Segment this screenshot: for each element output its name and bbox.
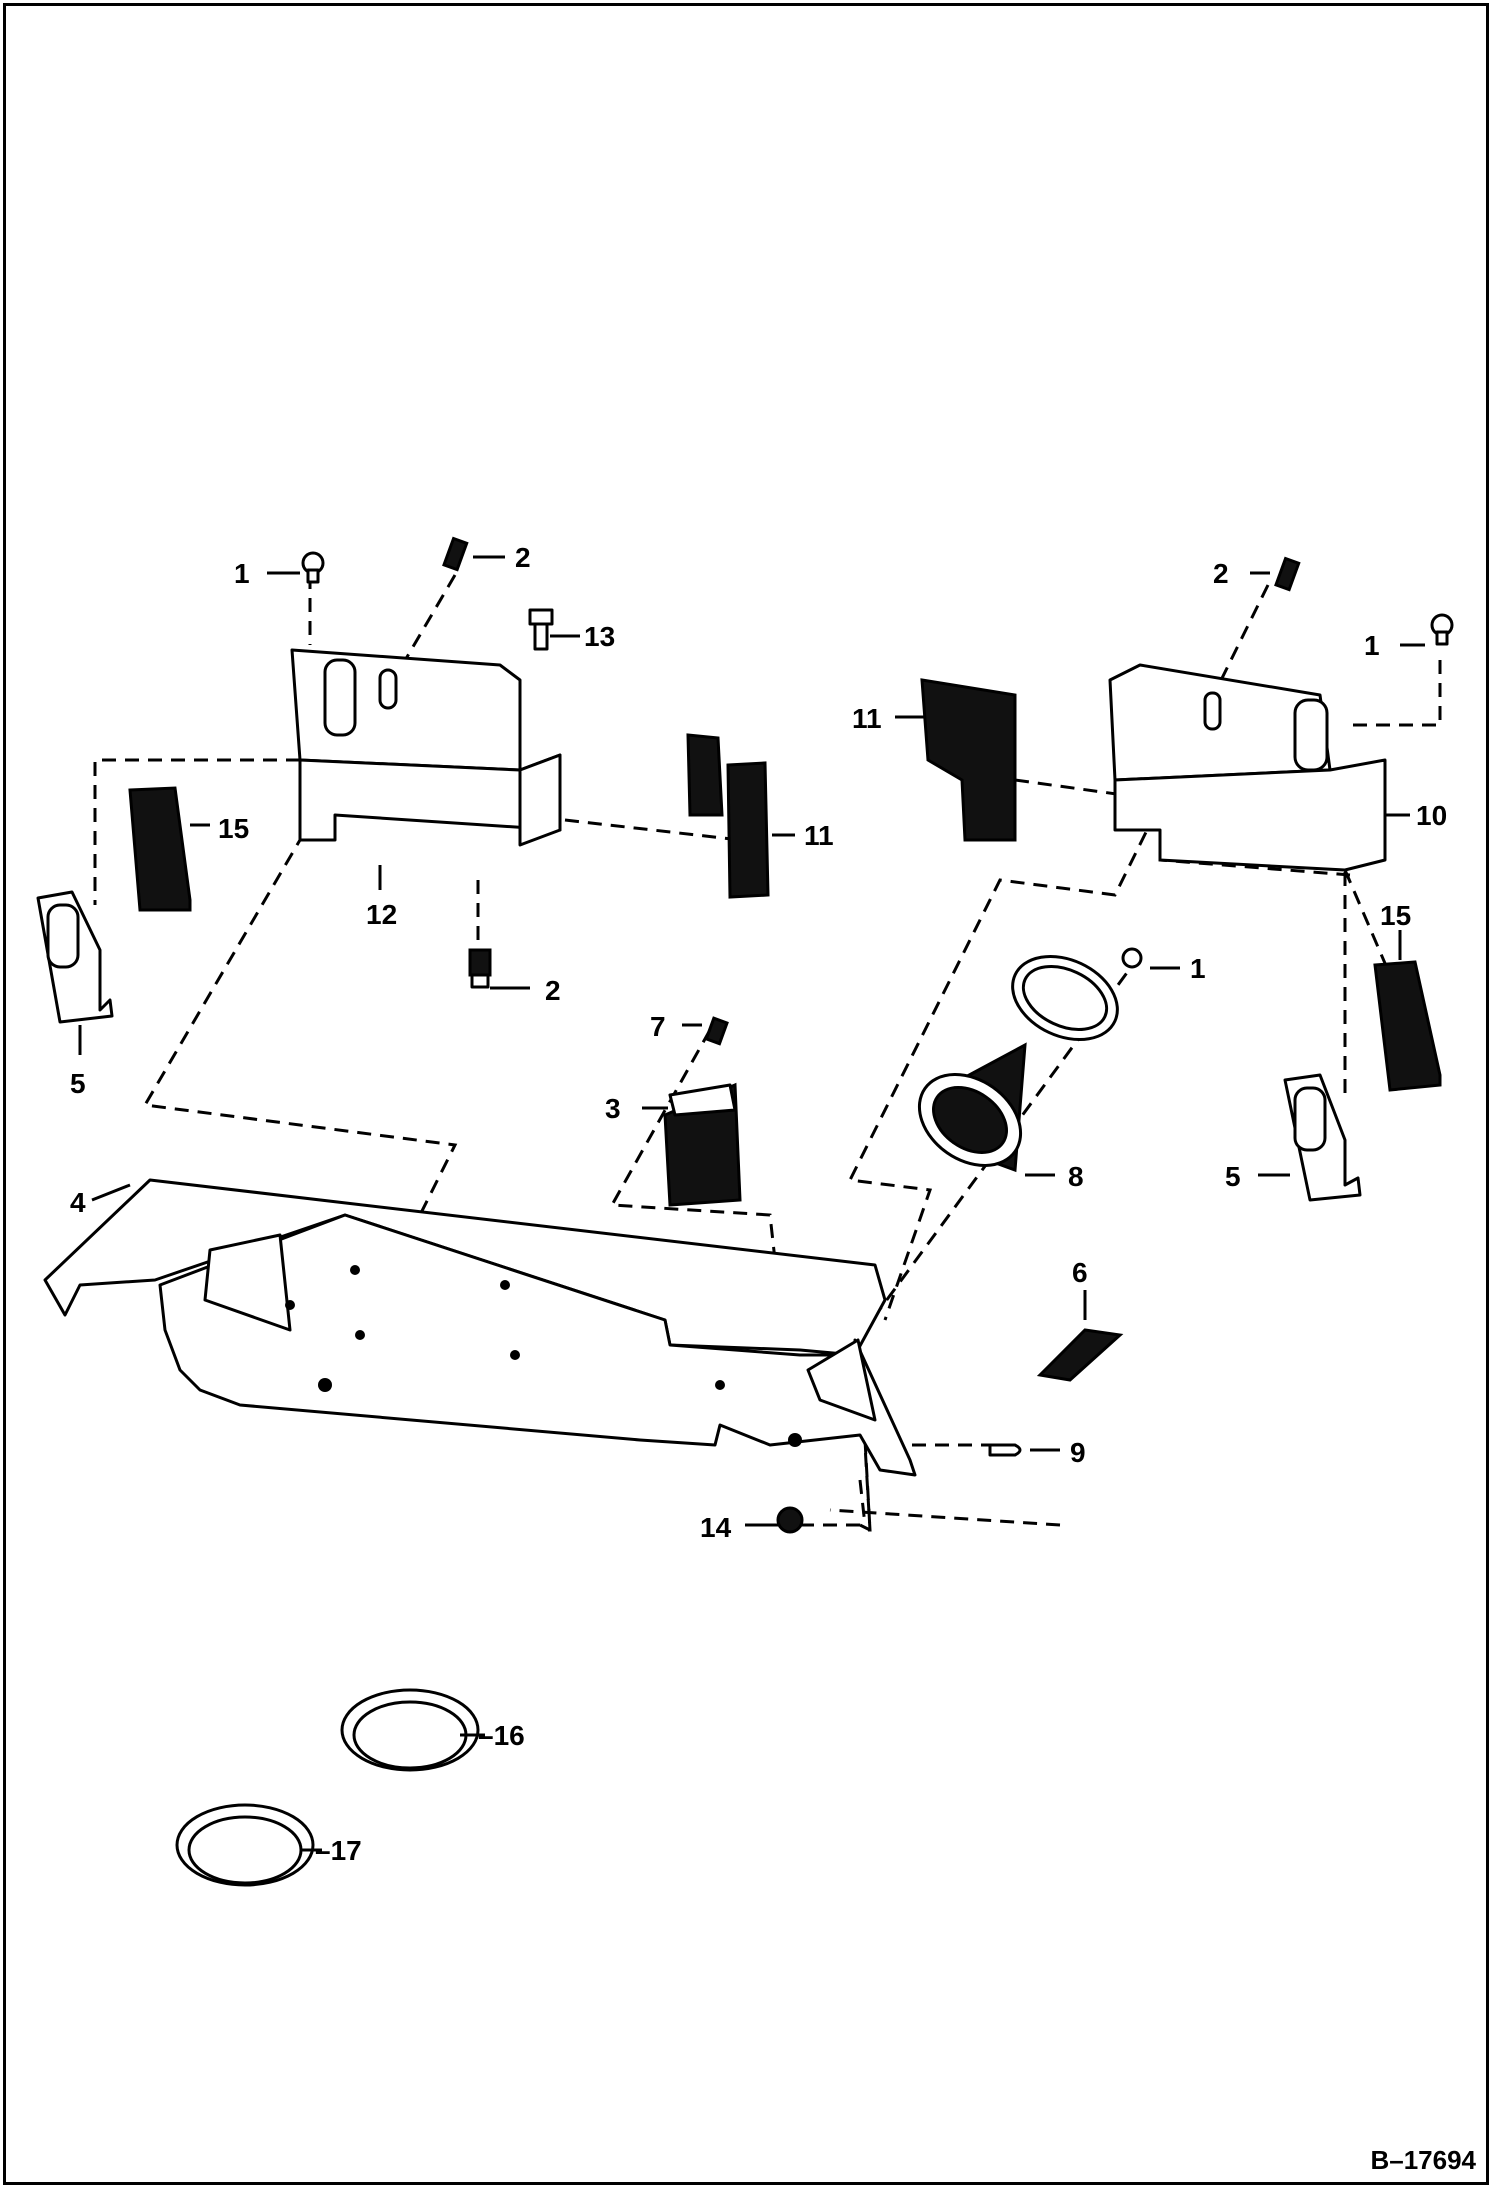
callout-12: 12 (366, 899, 397, 930)
callout-11: 11 (852, 703, 882, 734)
page-frame (3, 3, 1489, 2185)
right-mounting-bracket (1108, 663, 1387, 872)
callout-1: 1 (1190, 953, 1206, 984)
latch (663, 1082, 742, 1207)
callout-2: 2 (1213, 558, 1229, 589)
right-bracket-plate (1283, 1073, 1362, 1202)
fasteners (301, 536, 1454, 1534)
callout-9: 9 (1070, 1437, 1086, 1468)
callout-16: –16 (478, 1720, 525, 1751)
callout-10: 10 (1416, 800, 1447, 831)
callout-2: 2 (545, 975, 561, 1006)
callout-7: 7 (650, 1011, 666, 1042)
callout-1: 1 (1364, 630, 1380, 661)
callout-5: 5 (70, 1068, 86, 1099)
left-bracket-plate (36, 890, 114, 1024)
rubber-seals (686, 678, 1017, 899)
foam-pads (128, 786, 1442, 1092)
callout-15: 15 (218, 813, 249, 844)
drawing-number: B–17694 (1370, 2145, 1476, 2175)
callout-15: 15 (1380, 900, 1411, 931)
callout-3: 3 (605, 1093, 621, 1124)
callout-17: –17 (315, 1835, 362, 1866)
callout-14: 14 (700, 1512, 732, 1543)
callout-6: 6 (1072, 1257, 1088, 1288)
leader-lines (78, 555, 1425, 1852)
main-panel (43, 1178, 917, 1477)
callout-13: 13 (584, 621, 615, 652)
clip (1036, 1328, 1124, 1382)
callout-8: 8 (1068, 1161, 1084, 1192)
left-mounting-bracket (290, 648, 562, 847)
callouts: 1 2 13 15 11 12 2 5 2 1 11 10 15 1 7 3 8… (70, 542, 1447, 1866)
callout-1: 1 (234, 558, 250, 589)
callout-5: 5 (1225, 1161, 1241, 1192)
boot-assembly (917, 954, 1119, 1173)
callout-11: 11 (804, 820, 834, 851)
callout-2: 2 (515, 542, 531, 573)
callout-4: 4 (70, 1187, 86, 1218)
